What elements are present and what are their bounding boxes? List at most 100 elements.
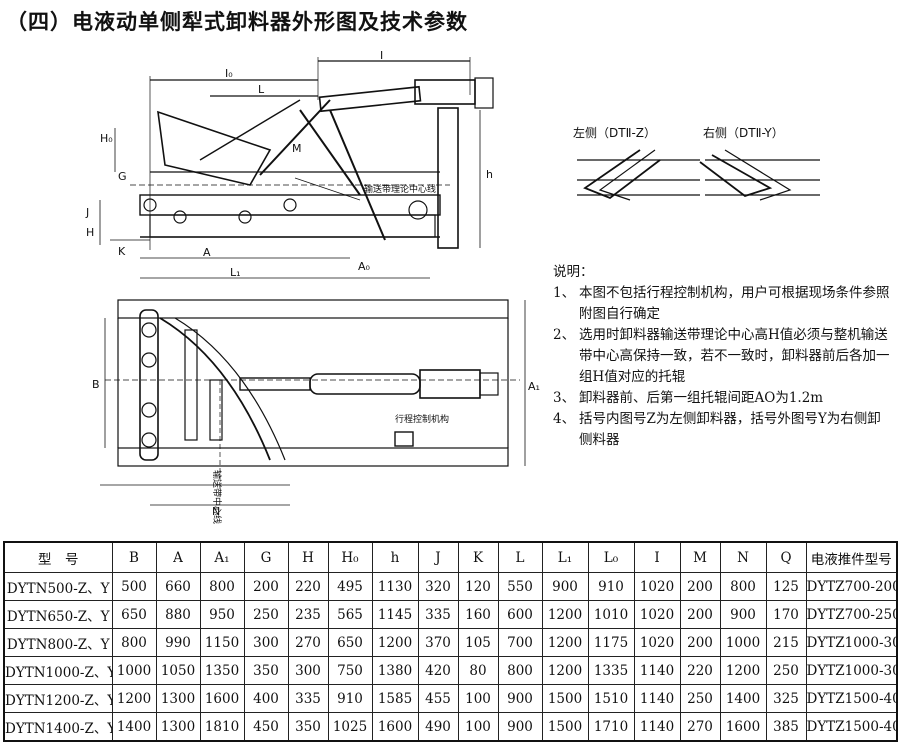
table-cell: 335 [417, 600, 459, 629]
side-elevation [99, 57, 494, 279]
table-cell: 250 [243, 600, 289, 629]
table-cell: 500 [111, 572, 157, 601]
table-cell: 250 [679, 684, 721, 713]
table-cell: 1200 [541, 656, 589, 685]
table-cell: 650 [327, 628, 373, 657]
table-cell: 1350 [199, 656, 245, 685]
table-cell: DYTZ700-250 [805, 600, 898, 629]
dim-label-a1: A₁ [528, 380, 540, 393]
table-cell: 900 [497, 684, 543, 713]
table-cell: 1300 [155, 684, 201, 713]
table-cell: 220 [287, 572, 329, 601]
dim-label-m: M [292, 142, 302, 155]
column-header: G [243, 541, 289, 573]
column-header: I [633, 541, 681, 573]
table-cell: 170 [765, 600, 807, 629]
table-cell: DYTZ1500-400 [805, 684, 898, 713]
table-cell: 1000 [111, 656, 157, 685]
table-cell: 350 [287, 712, 329, 742]
dim-label-n: N [212, 505, 220, 518]
notes-heading: 说明： [553, 264, 594, 280]
note-item: 1、 本图不包括行程控制机构，用户可根据现场条件参照附图自行确定 [553, 285, 890, 322]
table-cell: 550 [497, 572, 543, 601]
table-cell: 495 [327, 572, 373, 601]
table-cell: 1585 [371, 684, 419, 713]
table-cell: 900 [719, 600, 767, 629]
table-cell: 300 [243, 628, 289, 657]
table-cell: 565 [327, 600, 373, 629]
table-cell: 1335 [587, 656, 635, 685]
table-cell: 450 [243, 712, 289, 742]
table-cell: 335 [287, 684, 329, 713]
table-cell: 1000 [719, 628, 767, 657]
table-cell: 880 [155, 600, 201, 629]
note-item: 3、 卸料器前、后第一组托辊间距AO为1.2m [553, 390, 824, 406]
notes: 说明： 1、 本图不包括行程控制机构，用户可根据现场条件参照附图自行确定 2、 … [553, 262, 893, 451]
table-cell: 455 [417, 684, 459, 713]
table-cell: 600 [497, 600, 543, 629]
table-cell: DYTZ1000-300 [805, 628, 898, 657]
left-side-label: 左侧（DTⅡ-Z） [573, 126, 657, 140]
column-header: A [155, 541, 201, 573]
table-cell: 1130 [371, 572, 419, 601]
table-cell: 1200 [719, 656, 767, 685]
column-header: Q [765, 541, 807, 573]
table-cell: 200 [679, 600, 721, 629]
table-cell: 800 [497, 656, 543, 685]
column-header: A₁ [199, 541, 245, 573]
column-header: h [371, 541, 419, 573]
table-cell: 1600 [719, 712, 767, 742]
dim-label-i: I [380, 49, 383, 62]
table-cell: 1140 [633, 684, 681, 713]
table-cell: 650 [111, 600, 157, 629]
dim-label-b: B [92, 378, 100, 391]
dim-label-h0: H₀ [100, 132, 113, 145]
note-item: 4、 括号内图号Z为左侧卸料器，括号外图号Y为右侧卸侧料器 [553, 411, 881, 448]
table-cell: 80 [457, 656, 499, 685]
table-cell: 1400 [111, 712, 157, 742]
left-side-view [577, 149, 700, 201]
column-header: H₀ [327, 541, 373, 573]
dim-label-k: K [118, 245, 126, 258]
table-cell: 910 [327, 684, 373, 713]
table-cell: 1020 [633, 628, 681, 657]
table-cell: 105 [457, 628, 499, 657]
belt-centerline-label: 输送带中心线 [211, 470, 223, 524]
table-cell: 1400 [719, 684, 767, 713]
table-cell: 350 [243, 656, 289, 685]
dim-label-h: H [86, 226, 94, 239]
table-cell: 800 [719, 572, 767, 601]
plan-view [100, 299, 526, 506]
note-item: 2、 选用时卸料器输送带理论中心高H值必须与整机输送带中心高保持一致，若不一致时… [553, 327, 890, 385]
table-cell: 1710 [587, 712, 635, 742]
table-cell: 200 [243, 572, 289, 601]
table-cell: DYTZ700-200 [805, 572, 898, 601]
column-header: B [111, 541, 157, 573]
table-cell: DYTN500-Z、Y [3, 572, 113, 601]
table-cell: 235 [287, 600, 329, 629]
right-side-label: 右侧（DTⅡ-Y） [703, 126, 784, 140]
table-cell: DYTZ1500-400 [805, 712, 898, 742]
table-cell: 800 [199, 572, 245, 601]
table-cell: DYTN1000-Z、Y [3, 656, 113, 685]
travel-control-label: 行程控制机构 [395, 413, 449, 425]
page-title: （四）电液动单侧犁式卸料器外形图及技术参数 [6, 10, 468, 34]
table-cell: DYTN650-Z、Y [3, 600, 113, 629]
dim-label-j: J [85, 206, 89, 219]
table-cell: 750 [327, 656, 373, 685]
table-cell: 270 [287, 628, 329, 657]
dim-label-a0: A₀ [358, 260, 371, 273]
table-cell: DYTN1200-Z、Y [3, 684, 113, 713]
table-cell: 1145 [371, 600, 419, 629]
table-cell: 1810 [199, 712, 245, 742]
table-cell: 325 [765, 684, 807, 713]
table-cell: 400 [243, 684, 289, 713]
table-cell: 1140 [633, 656, 681, 685]
